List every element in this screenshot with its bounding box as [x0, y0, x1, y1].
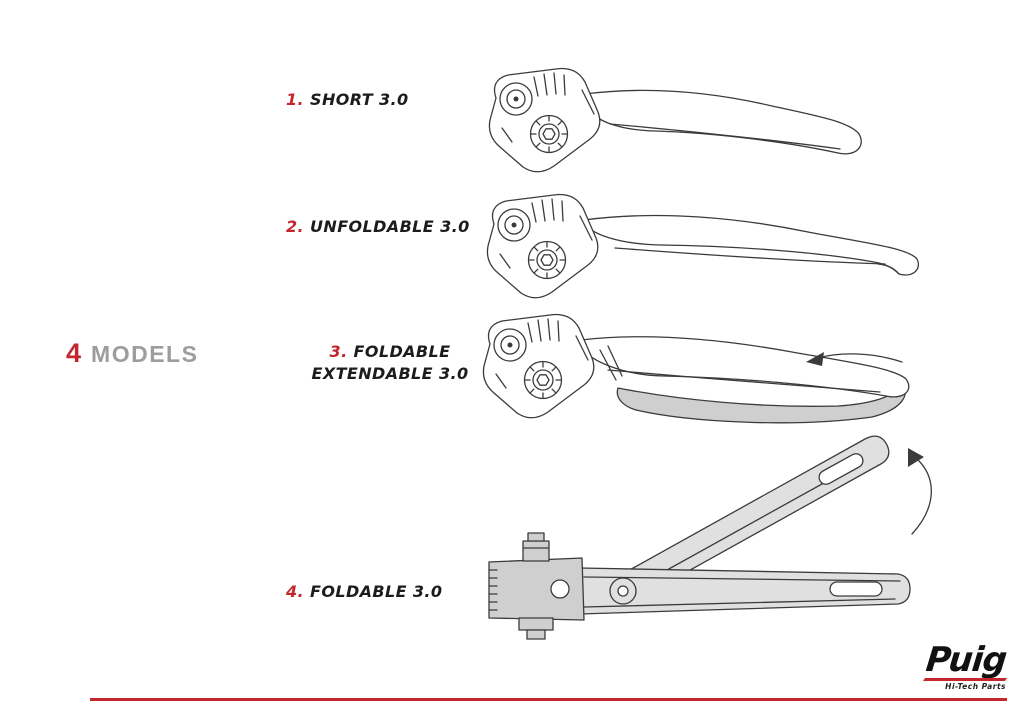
- model-name: FOLDABLE EXTENDABLE 3.0: [311, 342, 469, 383]
- model-name: FOLDABLE 3.0: [310, 582, 443, 601]
- model-label-foldable: 4. FOLDABLE 3.0: [286, 581, 442, 603]
- model-number: 4.: [286, 582, 305, 601]
- footer-rule: [90, 698, 1007, 701]
- model-name: UNFOLDABLE 3.0: [310, 217, 470, 236]
- lever-foldable-illustration: [488, 435, 932, 640]
- model-label-short: 1. SHORT 3.0: [286, 89, 409, 111]
- model-number: 3.: [329, 342, 348, 361]
- lever-foldable-extendable-illustration: [482, 313, 910, 424]
- model-name: SHORT 3.0: [310, 90, 409, 109]
- model-number: 2.: [286, 217, 305, 236]
- brand-tagline: Hi-Tech Parts: [945, 682, 1006, 691]
- fold-direction-arrow-icon: [908, 448, 932, 535]
- model-label-unfoldable: 2. UNFOLDABLE 3.0: [286, 216, 470, 238]
- lever-short-illustration: [488, 67, 862, 173]
- logo-underline: [922, 678, 1008, 681]
- lever-unfoldable-illustration: [486, 193, 919, 299]
- model-number: 1.: [286, 90, 305, 109]
- extend-direction-arrow-icon: [806, 352, 903, 366]
- page-title: 4 MODELS: [66, 338, 198, 369]
- brand-name: Puig: [924, 639, 1009, 680]
- page-title-text: MODELS: [91, 341, 199, 367]
- model-label-foldable-extendable: 3.FOLDABLE EXTENDABLE 3.0: [282, 341, 498, 384]
- model-count: 4: [66, 338, 82, 368]
- puig-logo: Puig Hi-Tech Parts: [896, 639, 1009, 691]
